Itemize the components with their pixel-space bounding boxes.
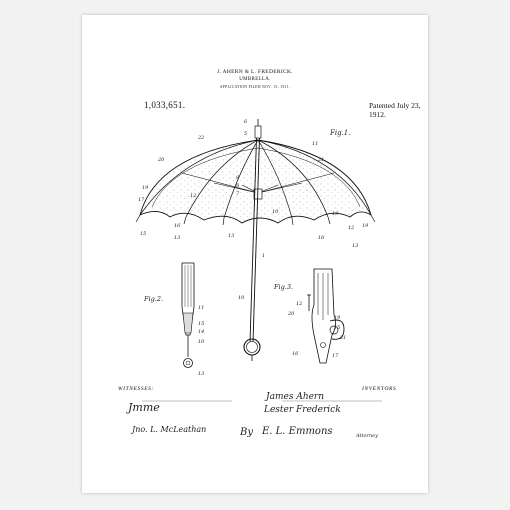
ref-numeral: 15 (198, 321, 205, 327)
inventor-signature-1: James Ahern (266, 392, 325, 402)
ribs (139, 139, 372, 219)
ref-numeral: 15 (140, 231, 147, 237)
invention-title: UMBRELLA. (239, 77, 271, 82)
ref-numeral: 15 (334, 325, 341, 331)
fig2-label: Fig.2. (144, 295, 164, 303)
ref-numeral: 17 (332, 353, 339, 359)
ref-numeral: 10 (238, 295, 245, 301)
ref-numeral: 13 (198, 371, 205, 377)
patent-number: 1,033,651. (144, 100, 186, 110)
attorney-label: Attorney (356, 433, 378, 439)
patent-sheet: J. AHERN & L. FREDERICK. UMBRELLA. APPLI… (82, 15, 428, 493)
ref-numeral: 16 (292, 351, 299, 357)
ref-numeral: 10 (272, 209, 279, 215)
inventor-signature-2: Lester Frederick (264, 405, 341, 415)
attorney-by: By (240, 427, 253, 438)
ref-numeral: 19 (142, 185, 149, 191)
ref-numeral: 13 (352, 243, 359, 249)
ref-numeral: 7 (236, 191, 240, 197)
ref-numeral: 12 (348, 225, 355, 231)
ref-numeral: 12 (296, 301, 303, 307)
ref-numeral: 9 (236, 175, 240, 181)
ref-numeral: 22 (198, 135, 205, 141)
patent-drawing (135, 119, 382, 402)
ref-numeral: 11 (198, 305, 205, 311)
ref-numeral: 1 (262, 253, 266, 259)
ref-numeral: 12 (190, 193, 197, 199)
ref-numeral: 14 (198, 329, 205, 335)
ref-numeral: 19 (332, 211, 339, 217)
witnesses-label: WITNESSES: (118, 386, 154, 392)
witness-signature-2: Jno. L. McLeathan (132, 425, 207, 434)
ref-numeral: 11 (312, 141, 319, 147)
stretchers (181, 172, 335, 194)
ref-numeral: 16 (318, 235, 325, 241)
ref-numeral: 19 (362, 223, 369, 229)
ref-numeral: 6 (244, 119, 248, 125)
ref-numeral: 10 (198, 339, 205, 345)
figure-2-detail (181, 262, 195, 368)
inventors-label: INVENTORS (362, 386, 397, 392)
filing-date: APPLICATION FILED NOV. 15, 1911. (219, 85, 291, 89)
patent-date: Patented July 23, 1912. (369, 101, 421, 119)
ref-numeral: 8 (236, 183, 240, 189)
ref-numeral: 20 (158, 157, 165, 163)
fig3-label: Fig.3. (274, 283, 294, 291)
ref-numeral: 17 (138, 197, 145, 203)
ref-numeral: 21 (340, 335, 347, 341)
attorney-signature: E. L. Emmons (262, 426, 333, 437)
ref-numeral: 16 (174, 223, 181, 229)
shaft (249, 137, 257, 343)
ref-numeral: 13 (174, 235, 181, 241)
inventor-names-header: J. AHERN & L. FREDERICK. (217, 69, 293, 75)
fig1-label: Fig.1. (330, 129, 351, 137)
ref-numeral: 13 (228, 233, 235, 239)
ref-numeral: 5 (244, 131, 248, 137)
witness-signature-1: Jmme (128, 401, 160, 414)
ref-numeral: 20 (288, 311, 295, 317)
umbrella-figure (135, 119, 376, 361)
figure-3-detail (307, 268, 345, 364)
ref-numeral: 21 (318, 157, 325, 163)
ref-numeral: 19 (334, 315, 341, 321)
